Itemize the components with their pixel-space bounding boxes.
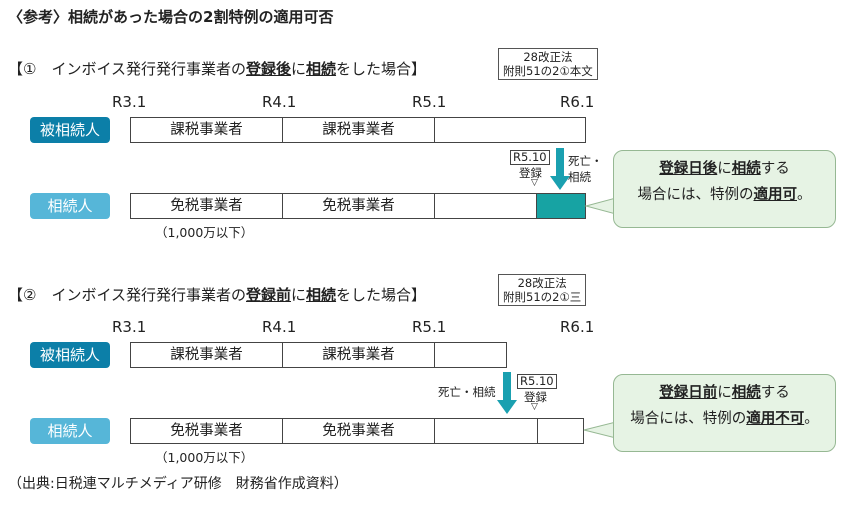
section2-death-arrow-icon <box>497 372 517 414</box>
section2-callout-line2: 場合には、特例の適用不可。 <box>614 406 835 432</box>
section1-heir-cell-before-registration <box>435 194 537 218</box>
section2-heading-pre: 【② インボイス発行発行事業者の <box>8 286 246 304</box>
section2-registration-marker-icon: ▽ <box>531 402 538 412</box>
section2-callout-end2: 。 <box>804 411 819 427</box>
section1-law-reference: 28改正法 附則51の2①本文 <box>498 48 598 80</box>
section2-decedent-timeline: 課税事業者 課税事業者 <box>130 342 507 368</box>
section1-heir-cell-inherited-period <box>537 194 585 218</box>
section2-heading: 【② インボイス発行発行事業者の登録前に相続をした場合】 <box>8 284 426 305</box>
section1-callout-bold1: 登録日後 <box>659 161 718 177</box>
section1-callout-end1: する <box>760 161 790 177</box>
section2-law-line2: 附則51の2①三 <box>503 290 582 304</box>
year-label-r4: R4.1 <box>262 93 297 111</box>
section1-callout-line2: 場合には、特例の適用可。 <box>614 182 835 208</box>
section2-heading-bold1: 登録前 <box>246 286 292 304</box>
section2-decedent-cell-empty-r5 <box>435 343 506 367</box>
section2-decedent-cell-taxable-r4: 課税事業者 <box>283 343 435 367</box>
section2-heir-timeline: 免税事業者 免税事業者 <box>130 418 584 444</box>
section2-heir-cell-before-registration <box>435 419 538 443</box>
section1-decedent-timeline: 課税事業者 課税事業者 <box>130 117 586 143</box>
section2-callout-pointer <box>583 421 616 439</box>
section1-callout-pre2: 場合には、特例の <box>637 187 754 203</box>
section2-callout-line1: 登録日前に相続する <box>614 380 835 406</box>
section1-registration-date: R5.10 <box>510 150 550 165</box>
year-label-r3-2: R3.1 <box>112 318 147 336</box>
section1-callout-bold2: 相続 <box>731 161 761 177</box>
section1-heading-bold1: 登録後 <box>246 60 292 78</box>
section2-callout-bold3: 適用不可 <box>746 411 805 427</box>
section2-callout-bold2: 相続 <box>731 385 761 401</box>
section2-heading-bold2: 相続 <box>306 286 337 304</box>
heir-label: 相続人 <box>30 193 110 219</box>
section2-callout-mid1: に <box>717 385 732 401</box>
section1-death-arrow-icon <box>550 148 570 190</box>
section1-exempt-note: （1,000万以下） <box>155 225 254 240</box>
section1-decedent-cell-taxable-r4: 課税事業者 <box>283 118 435 142</box>
section2-registration-label: 登録 <box>524 390 547 404</box>
section2-heir-cell-exempt-r3: 免税事業者 <box>131 419 283 443</box>
section1-callout: 登録日後に相続する 場合には、特例の適用可。 <box>613 150 836 228</box>
section1-callout-line1: 登録日後に相続する <box>614 156 835 182</box>
section2-law-reference: 28改正法 附則51の2①三 <box>498 274 587 306</box>
section1-decedent-cell-taxable-r3: 課税事業者 <box>131 118 283 142</box>
page-title: 〈参考〉相続があった場合の2割特例の適用可否 <box>8 8 334 26</box>
section1-heading-mid: に <box>291 60 307 78</box>
section2-heading-post: をした場合】 <box>336 286 427 304</box>
section1-callout-bold3: 適用可 <box>753 187 798 203</box>
section2-registration-date: R5.10 <box>517 374 557 389</box>
section1-death-label: 死亡・ 相続 <box>568 153 603 185</box>
year-label-r4-2: R4.1 <box>262 318 297 336</box>
section1-registration-label: 登録 <box>519 166 542 180</box>
section1-death-line2: 相続 <box>568 170 591 184</box>
section2-law-line1: 28改正法 <box>517 276 567 290</box>
section1-decedent-cell-empty-r5 <box>435 118 585 142</box>
section1-heading: 【① インボイス発行発行事業者の登録後に相続をした場合】 <box>8 58 426 79</box>
year-label-r3: R3.1 <box>112 93 147 111</box>
section1-heading-pre: 【① インボイス発行発行事業者の <box>8 60 246 78</box>
year-label-r6-2: R6.1 <box>560 318 595 336</box>
section1-heir-cell-exempt-r3: 免税事業者 <box>131 194 283 218</box>
section1-heading-post: をした場合】 <box>336 60 427 78</box>
section1-callout-mid1: に <box>717 161 732 177</box>
section1-heir-timeline: 免税事業者 免税事業者 <box>130 193 586 219</box>
decedent-label-2: 被相続人 <box>30 342 110 368</box>
section2-heading-mid: に <box>291 286 307 304</box>
section2-exempt-note: （1,000万以下） <box>155 450 254 465</box>
year-label-r5: R5.1 <box>412 93 447 111</box>
section1-callout-end2: 。 <box>797 187 812 203</box>
section2-callout: 登録日前に相続する 場合には、特例の適用不可。 <box>613 374 836 452</box>
section1-death-line1: 死亡・ <box>568 154 603 168</box>
year-label-r6: R6.1 <box>560 93 595 111</box>
decedent-label: 被相続人 <box>30 117 110 143</box>
year-label-r5-2: R5.1 <box>412 318 447 336</box>
section1-heir-cell-exempt-r4: 免税事業者 <box>283 194 435 218</box>
section2-callout-bold1: 登録日前 <box>659 385 718 401</box>
section2-decedent-cell-taxable-r3: 課税事業者 <box>131 343 283 367</box>
section1-registration-marker-icon: ▽ <box>531 178 538 188</box>
heir-label-2: 相続人 <box>30 418 110 444</box>
section1-heading-bold2: 相続 <box>306 60 337 78</box>
section2-callout-pre2: 場合には、特例の <box>630 411 747 427</box>
section2-heir-cell-after-registration <box>538 419 583 443</box>
section2-callout-end1: する <box>760 385 790 401</box>
section2-heir-cell-exempt-r4: 免税事業者 <box>283 419 435 443</box>
source-note: （出典:日税連マルチメディア研修 財務省作成資料） <box>8 476 348 492</box>
section1-law-line1: 28改正法 <box>523 50 573 64</box>
section2-death-label: 死亡・相続 <box>438 385 496 399</box>
section1-law-line2: 附則51の2①本文 <box>503 64 593 78</box>
section1-callout-pointer <box>584 197 616 215</box>
